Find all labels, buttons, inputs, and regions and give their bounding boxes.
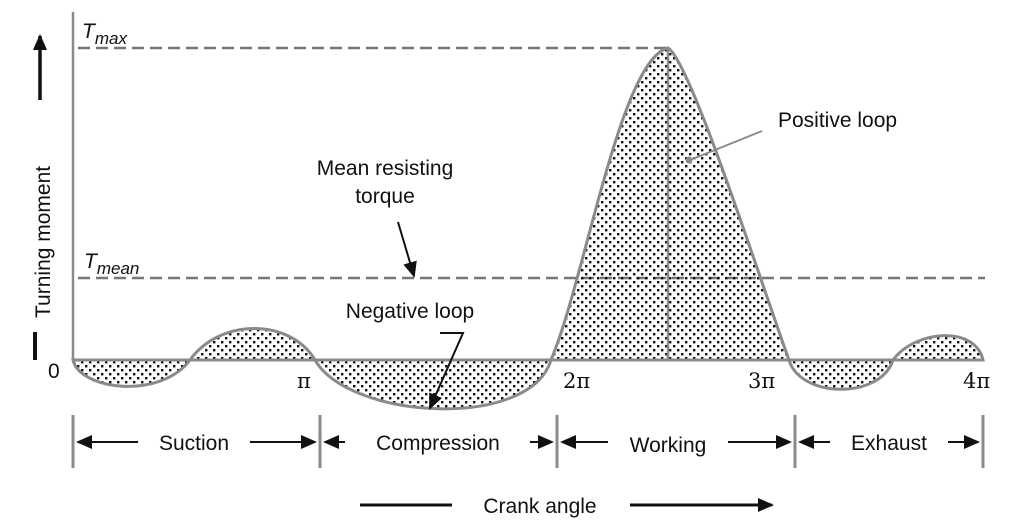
x-axis-label: Crank angle: [483, 495, 596, 518]
mean-resisting-arrow-icon: [397, 221, 417, 278]
positive-loop-label: Positive loop: [778, 109, 897, 132]
suction-positive-loop: [187, 327, 318, 362]
tmax-symbol: T: [82, 20, 97, 43]
y-axis-label: Turning moment: [32, 166, 55, 318]
stroke-dividers: [71, 415, 985, 468]
negative-loop-label: Negative loop: [346, 300, 474, 323]
tmax-subscript: max: [95, 29, 128, 48]
working-positive-loop: [548, 46, 792, 362]
positive-loop-leader: [689, 130, 763, 161]
stroke-compression: Compression: [376, 432, 500, 455]
stroke-suction: Suction: [159, 432, 229, 455]
tmean-label: Tmean: [84, 250, 139, 278]
tick-2pi: 2π: [563, 369, 590, 393]
stroke-working: Working: [630, 434, 707, 457]
exhaust-positive-loop: [890, 334, 985, 362]
tick-pi: π: [297, 369, 311, 393]
exhaust-negative-loop: [787, 358, 896, 391]
tick-3pi: 3π: [748, 369, 775, 393]
tick-4pi: 4π: [963, 369, 990, 393]
tmean-symbol: T: [84, 250, 99, 273]
stroke-exhaust: Exhaust: [851, 432, 927, 455]
curve-loops: [71, 46, 985, 411]
mean-resisting-label: Mean resisting: [317, 157, 454, 180]
tmax-label: Tmax: [82, 20, 127, 48]
suction-negative-loop: [71, 358, 194, 388]
mean-resisting-label-2: torque: [355, 185, 415, 208]
tmean-subscript: mean: [97, 259, 140, 278]
tick-0: 0: [48, 360, 60, 383]
negative-loop-arrow-icon: [429, 332, 465, 410]
compression-negative-loop: [312, 358, 554, 411]
positive-loop-dot: [685, 156, 693, 164]
